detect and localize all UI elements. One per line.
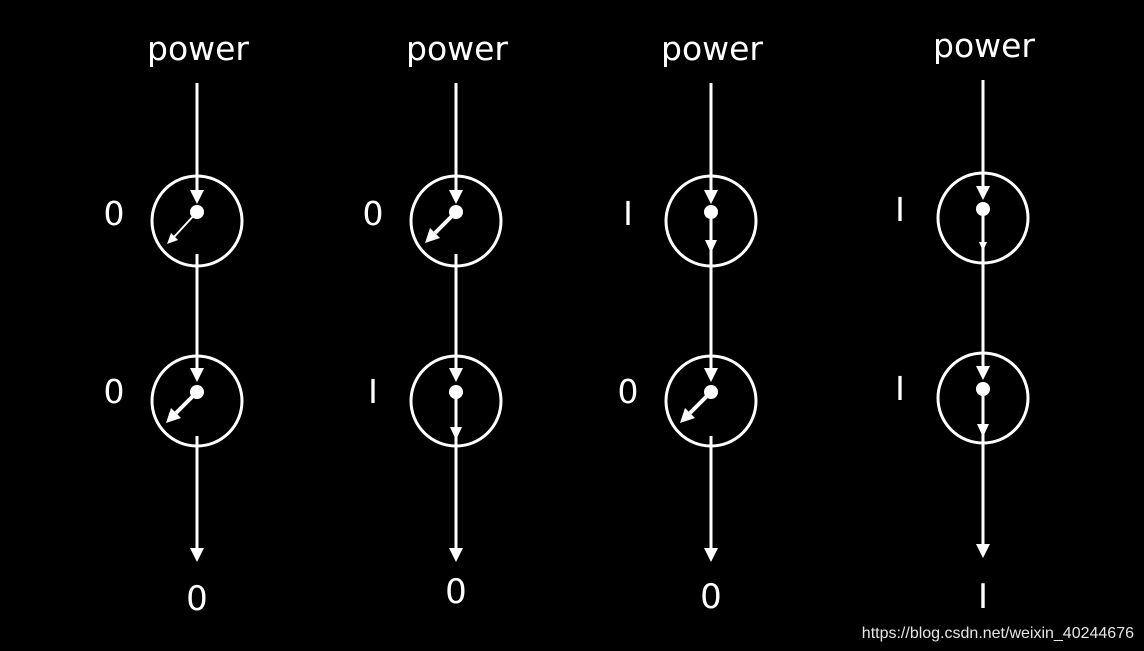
output-label: 0 (186, 579, 208, 619)
power-label: power (933, 26, 1035, 65)
input-label-2: I (895, 369, 905, 408)
switch-arm-open (174, 390, 199, 415)
arrowhead-icon (704, 548, 718, 562)
power-label: power (147, 29, 249, 68)
arrowhead-icon (704, 190, 718, 204)
arrowhead-icon (976, 186, 990, 200)
arrowhead-icon (167, 233, 178, 244)
power-label: power (406, 29, 508, 68)
switch-arm-open (173, 211, 198, 238)
input-label-2: 0 (104, 372, 125, 411)
arrowhead-icon (680, 408, 695, 423)
column-3: power I 0 0 (618, 29, 764, 617)
column-1: power 0 0 0 (104, 29, 250, 619)
output-label: 0 (445, 572, 467, 612)
arrowhead-icon (976, 544, 990, 558)
arrowhead-icon (190, 368, 204, 382)
output-label: I (978, 577, 988, 617)
column-4: power I I I (895, 26, 1035, 617)
input-label-1: I (895, 190, 905, 229)
arrowhead-icon (425, 228, 440, 243)
input-label-2: I (368, 372, 378, 411)
arrowhead-icon (190, 190, 204, 204)
column-2: power 0 I 0 (363, 29, 509, 612)
arrowhead-icon (190, 548, 204, 562)
arrowhead-icon (166, 408, 181, 423)
input-label-2: 0 (618, 372, 639, 411)
input-label-1: 0 (363, 194, 384, 233)
power-label: power (661, 29, 763, 68)
watermark: https://blog.csdn.net/weixin_40244676 (862, 625, 1134, 642)
arrowhead-icon (449, 368, 463, 382)
arrowhead-icon (449, 548, 463, 562)
switch-arm-open (688, 390, 713, 415)
arrowhead-icon (976, 366, 990, 380)
output-label: 0 (700, 577, 722, 617)
arrowhead-icon (449, 190, 463, 204)
input-label-1: I (623, 194, 633, 233)
switch-arm-open (433, 210, 458, 235)
input-label-1: 0 (104, 194, 125, 233)
arrowhead-icon (704, 368, 718, 382)
